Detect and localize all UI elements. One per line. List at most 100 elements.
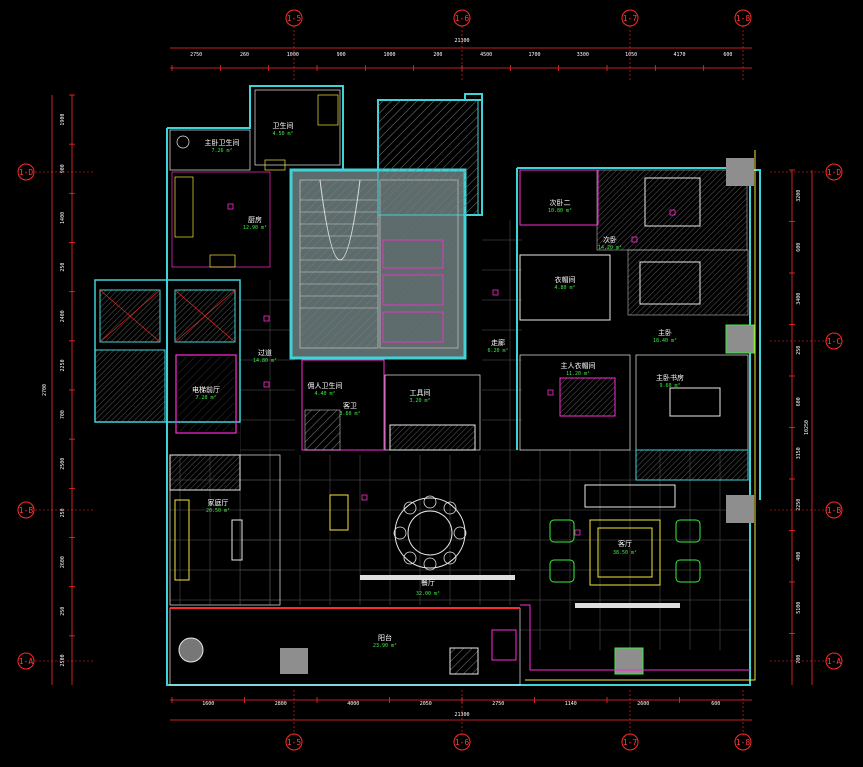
svg-text:18.40 m²: 18.40 m² [653, 338, 677, 344]
dimension-value: 4000 [347, 701, 359, 707]
grid-bubble [17, 501, 35, 519]
ne-bedroom-suite [519, 158, 755, 523]
grid-bubble [453, 9, 471, 27]
grid-bubble [825, 501, 843, 519]
svg-text:14.80 m²: 14.80 m² [253, 358, 277, 364]
svg-text:1-C: 1-C [827, 337, 842, 346]
svg-text:厨房: 厨房 [248, 215, 262, 224]
dimension-value: 2600 [637, 701, 649, 707]
svg-text:餐厅: 餐厅 [421, 578, 435, 587]
svg-text:10.80 m²: 10.80 m² [548, 208, 572, 214]
svg-text:7.20 m²: 7.20 m² [195, 395, 216, 401]
svg-text:1-B: 1-B [19, 506, 34, 515]
dimension-value: 200 [433, 52, 442, 58]
dimension-value: 900 [60, 164, 66, 173]
svg-text:1-A: 1-A [827, 657, 842, 666]
dimension-total: 2700 [42, 384, 48, 396]
grid-bubble [825, 652, 843, 670]
svg-text:20.50 m²: 20.50 m² [206, 508, 230, 514]
svg-text:1-6: 1-6 [455, 738, 470, 747]
dimension-value: 4170 [673, 52, 685, 58]
master-wardrobe-study [519, 354, 749, 481]
dimension-value: 700 [60, 410, 66, 419]
svg-text:过道: 过道 [258, 348, 272, 357]
svg-text:4.40 m²: 4.40 m² [314, 391, 335, 397]
grid-bubble [285, 9, 303, 27]
dimension-value: 2500 [60, 458, 66, 470]
svg-text:电梯前厅: 电梯前厅 [192, 385, 220, 394]
dimension-value: 2250 [60, 359, 66, 371]
svg-text:1-8: 1-8 [736, 14, 751, 23]
dimension-value: 1000 [287, 52, 299, 58]
grid-bubbles-left: 1-D 1-B 1-A [17, 163, 35, 670]
dimension-total: 21300 [454, 38, 469, 44]
dimension-value: 2750 [190, 52, 202, 58]
dimension-value: 2800 [275, 701, 287, 707]
dimension-value: 2050 [420, 701, 432, 707]
dimension-value: 2750 [492, 701, 504, 707]
svg-text:主人衣帽间: 主人衣帽间 [561, 361, 596, 370]
svg-text:1-5: 1-5 [287, 14, 302, 23]
dimension-value: 3400 [796, 293, 802, 305]
svg-text:1-8: 1-8 [736, 738, 751, 747]
dimension-value: 1400 [60, 212, 66, 224]
dimension-value: 1600 [202, 701, 214, 707]
svg-text:12.90 m²: 12.90 m² [243, 225, 267, 231]
svg-text:阳台: 阳台 [378, 633, 392, 642]
dimension-value: 600 [723, 52, 732, 58]
dimension-value: 2400 [60, 310, 66, 322]
dimension-value: 3300 [577, 52, 589, 58]
svg-text:1-7: 1-7 [623, 14, 638, 23]
dining-area [329, 494, 515, 580]
svg-text:1-D: 1-D [19, 168, 34, 177]
grid-bubbles-top: 1-5 1-6 1-7 1-8 [285, 9, 752, 27]
living-room [549, 484, 701, 608]
grid-bubble [285, 733, 303, 751]
grid-axis-lines [35, 26, 828, 735]
dimension-value: 400 [796, 552, 802, 561]
dimension-value: 250 [60, 607, 66, 616]
dimension-value: 2500 [60, 654, 66, 666]
svg-text:佣人卫生间: 佣人卫生间 [308, 381, 343, 390]
svg-text:11.20 m²: 11.20 m² [566, 371, 590, 377]
svg-text:1-5: 1-5 [287, 738, 302, 747]
svg-text:次卧: 次卧 [603, 235, 617, 244]
svg-text:1-6: 1-6 [455, 14, 470, 23]
dimension-value: 3150 [796, 447, 802, 459]
dimension-value: 2600 [60, 556, 66, 568]
dimension-value: 700 [796, 655, 802, 664]
svg-text:主卧: 主卧 [658, 328, 672, 337]
grid-bubble [17, 163, 35, 181]
svg-text:23.90 m²: 23.90 m² [373, 643, 397, 649]
svg-text:3.60 m²: 3.60 m² [339, 411, 360, 417]
svg-text:32.00 m²: 32.00 m² [416, 591, 440, 597]
dimension-value: 3200 [796, 190, 802, 202]
left-dimension-labels: 1900900140025024002250700250025026002502… [42, 94, 75, 666]
grid-bubble [825, 163, 843, 181]
svg-text:卫生间: 卫生间 [273, 121, 294, 130]
dimension-value: 2250 [796, 499, 802, 511]
balcony [169, 150, 756, 686]
symbol-markers [227, 203, 676, 536]
svg-text:1-7: 1-7 [623, 738, 638, 747]
dimension-value: 4500 [480, 52, 492, 58]
svg-text:7.26 m²: 7.26 m² [211, 148, 232, 154]
grid-bubble [825, 332, 843, 350]
svg-text:衣帽间: 衣帽间 [555, 275, 576, 284]
room-labels: 主卧卫生间 7.26 m² 卫生间 4.50 m² 厨房 12.90 m² 次卧… [192, 121, 684, 649]
svg-text:家庭厅: 家庭厅 [208, 498, 229, 507]
svg-text:1-D: 1-D [827, 168, 842, 177]
grid-bubble [453, 733, 471, 751]
dimension-total: 10250 [804, 420, 810, 435]
svg-text:次卧二: 次卧二 [550, 198, 571, 207]
grid-bubbles-bottom: 1-5 1-6 1-7 1-8 [285, 733, 752, 751]
central-service-rooms [301, 359, 481, 451]
svg-text:3.20 m²: 3.20 m² [409, 398, 430, 404]
svg-text:9.60 m²: 9.60 m² [659, 383, 680, 389]
svg-text:6.20 m²: 6.20 m² [487, 348, 508, 354]
dimension-value: 600 [711, 701, 720, 707]
svg-text:客卫: 客卫 [343, 401, 357, 410]
